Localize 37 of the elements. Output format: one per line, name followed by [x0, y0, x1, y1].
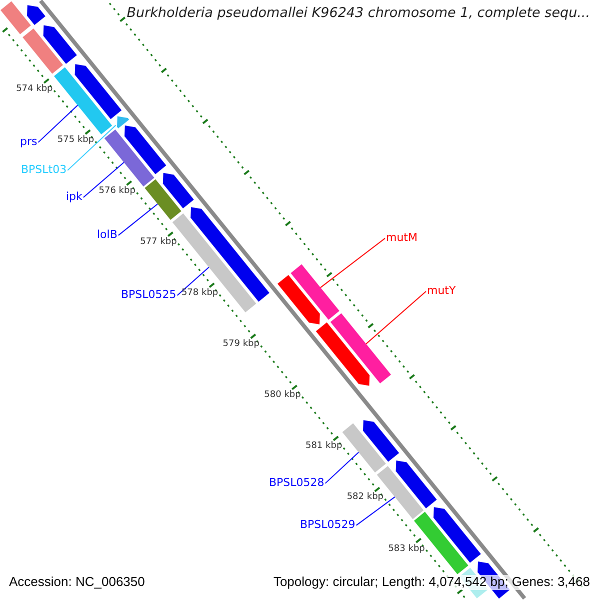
scale-label: 583 kbp [388, 544, 425, 554]
leader-line [67, 124, 116, 171]
gene-label: BPSL0525 [121, 289, 176, 302]
gene-label: lolB [97, 229, 118, 242]
scale-label: 582 kbp [346, 492, 384, 503]
gene-feature [290, 264, 340, 320]
gene-feature [104, 130, 154, 186]
accession-text: Accession: NC_006350 [9, 575, 145, 590]
gene-feature [144, 179, 182, 220]
leader-line [356, 496, 396, 526]
gene-label: BPSL0529 [300, 519, 356, 532]
genome-info-text: Topology: circular; Length: 4,074,542 bp; Genes: 3,468 [273, 575, 590, 590]
scale-label: 579 kbp [222, 339, 260, 350]
scale-label: 574 kbp [16, 84, 53, 94]
leader-line [38, 104, 78, 143]
gene-label: mutY [427, 285, 456, 298]
leader-line [366, 290, 426, 344]
gene-label: BPSL0528 [269, 477, 324, 490]
scale-label: 576 kbp [98, 186, 136, 196]
scale-label: 581 kbp [305, 441, 342, 452]
scale-label: 577 kbp [140, 237, 177, 248]
gene-label: prs [20, 136, 38, 149]
gene-label: ipk [66, 191, 82, 204]
scale-label: 580 kbp [264, 390, 301, 401]
leader-line [320, 238, 386, 288]
gene-label: mutM [386, 232, 418, 245]
title: Burkholderia pseudomallei K96243 chromosome 1, complete sequ... [126, 6, 590, 22]
scale-label: 578 kbp [181, 288, 218, 299]
leader-line [118, 203, 158, 236]
gene-label: BPSLt03 [21, 164, 67, 177]
gene-feature [330, 313, 391, 384]
leader-line [176, 266, 210, 296]
scale-label: 575 kbp [57, 135, 94, 146]
gene-feature [342, 423, 386, 472]
gene-feature [54, 67, 112, 134]
leader-line [82, 162, 124, 198]
leader-line [324, 452, 360, 484]
